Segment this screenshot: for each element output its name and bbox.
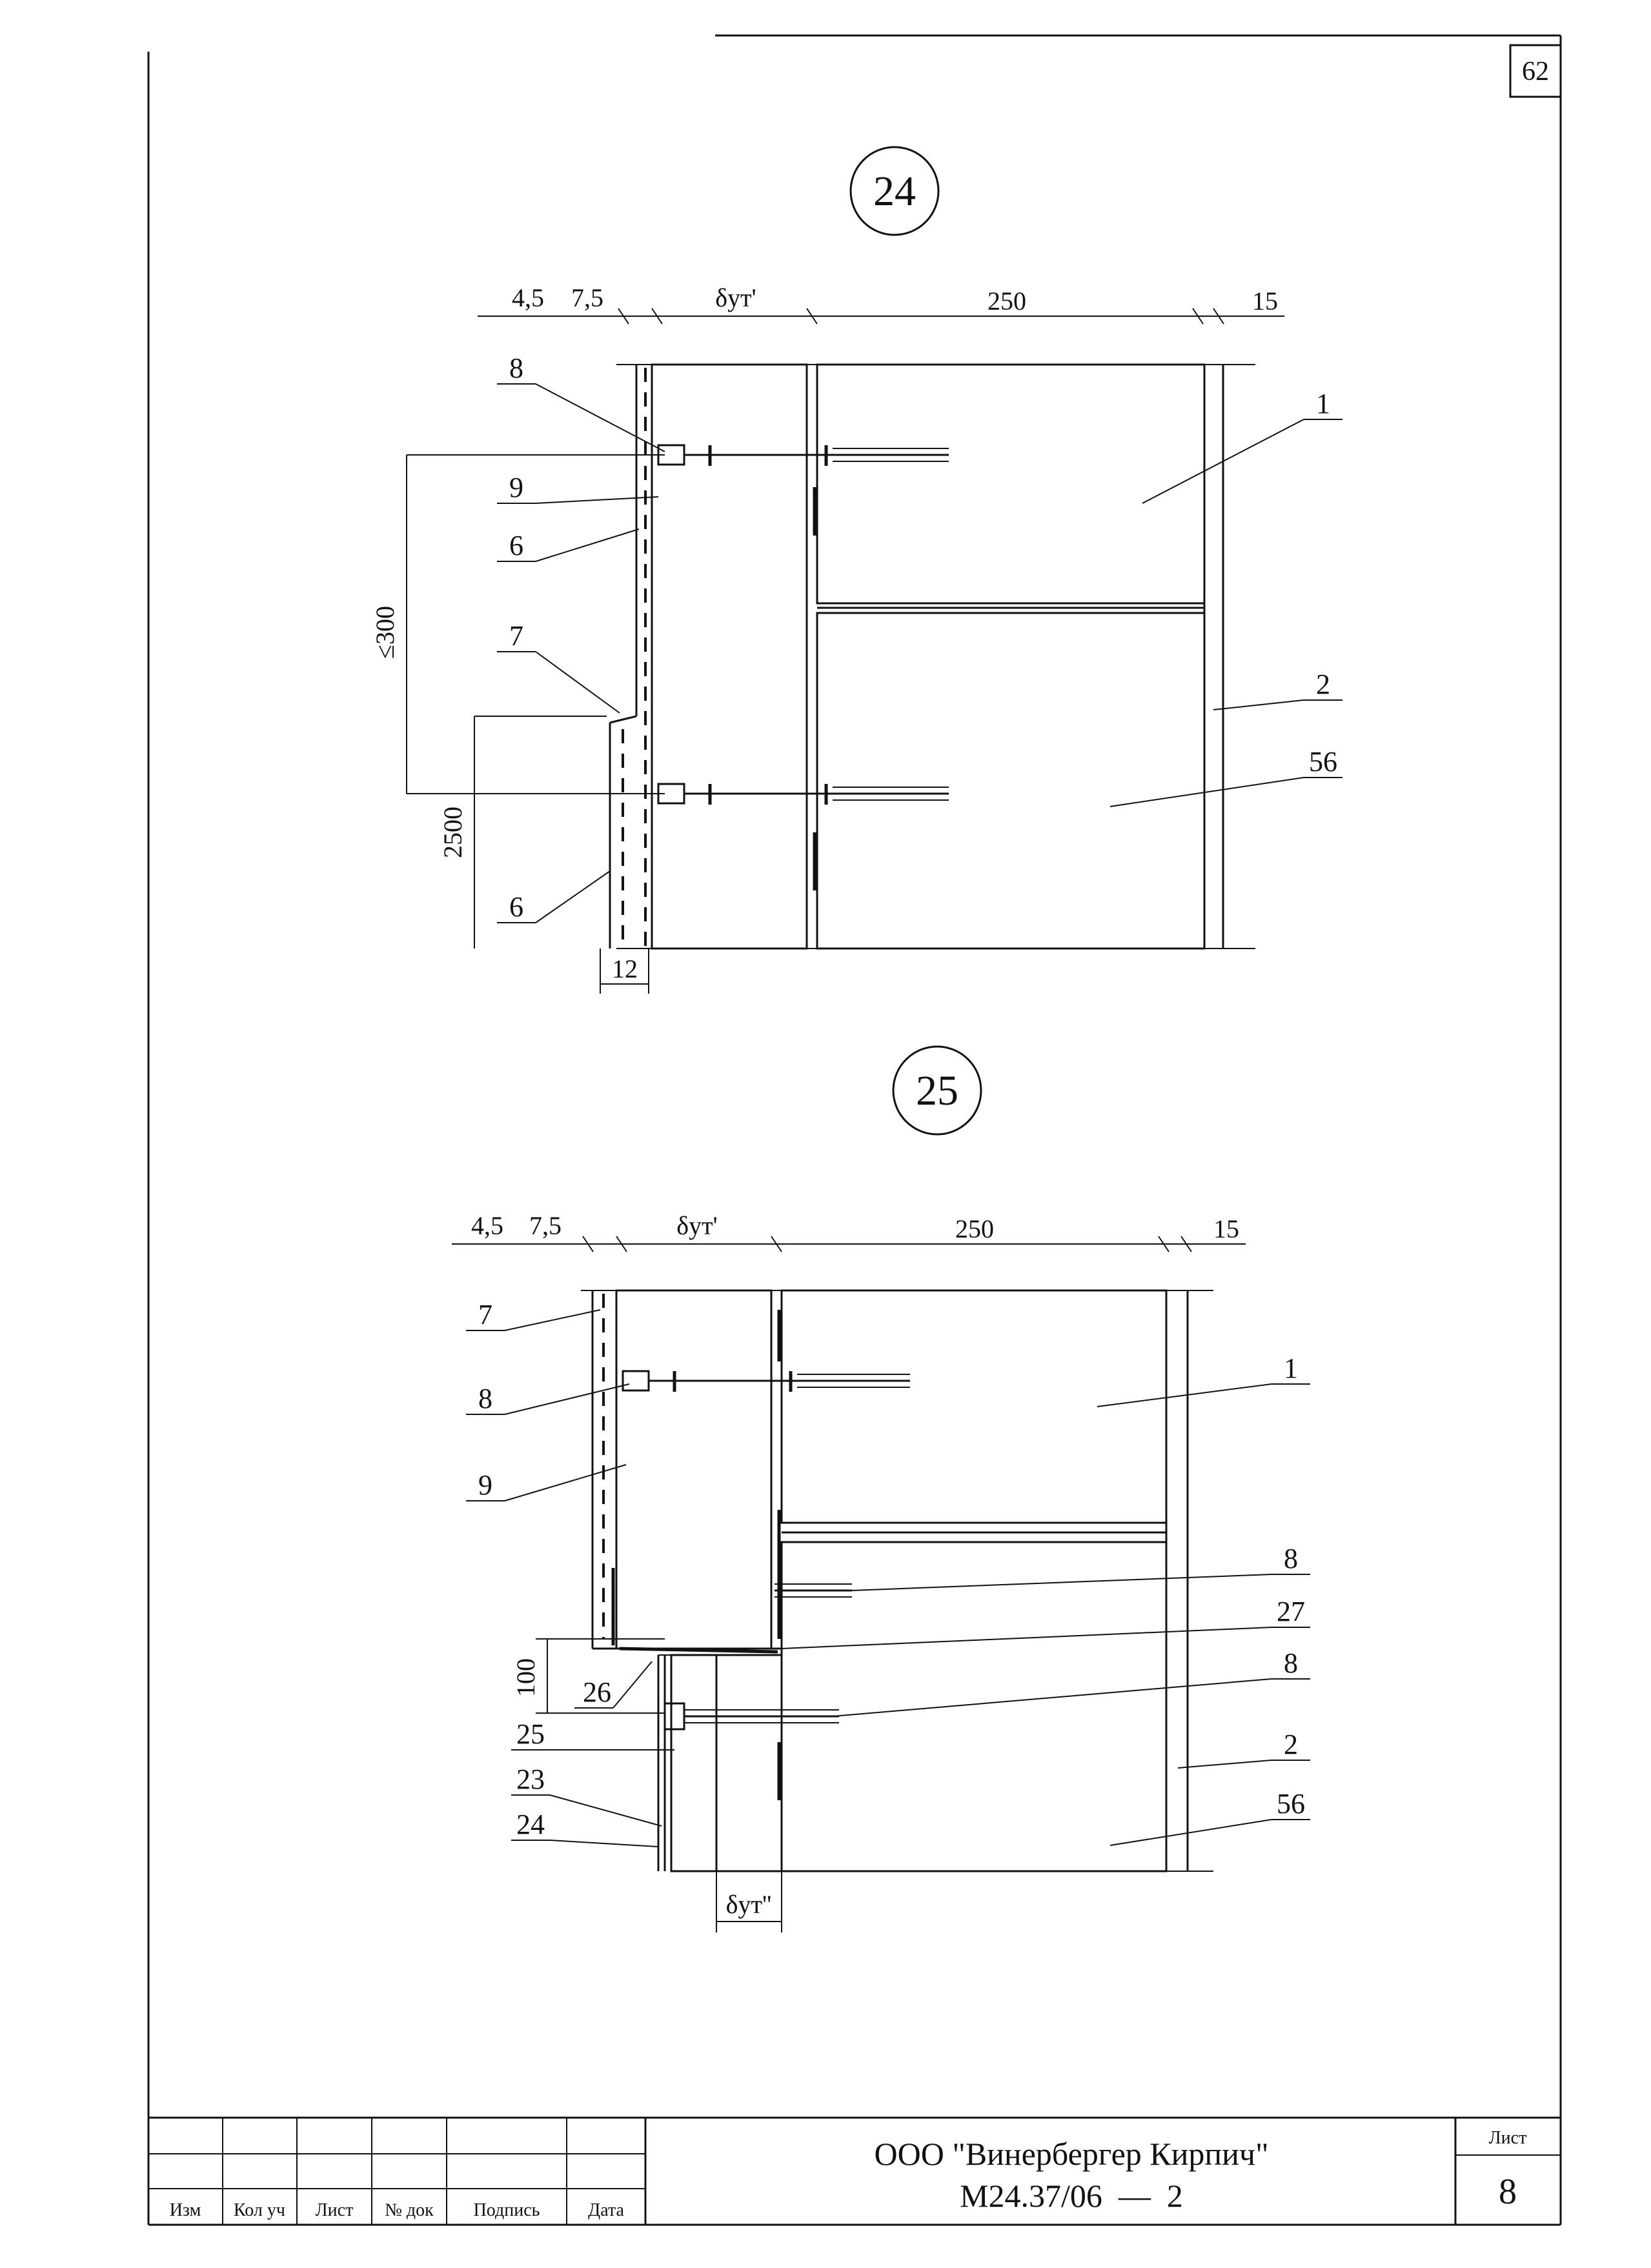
- anchor-24-top: [657, 444, 949, 466]
- sheet-frame: 62: [147, 34, 1562, 2226]
- col-date: Дата: [588, 2200, 624, 2220]
- d25-dim-100: 100: [511, 1658, 540, 1697]
- col-doc-num: № док: [385, 2200, 434, 2220]
- d24-dim-250: 250: [988, 286, 1026, 316]
- d25-label-24: 24: [516, 1809, 545, 1840]
- d24-dim-2500: 2500: [438, 807, 467, 858]
- d25-label-7: 7: [478, 1299, 492, 1330]
- d24-label-7: 7: [509, 620, 523, 652]
- d24-dim-7-5: 7,5: [571, 283, 603, 312]
- detail-24: 24 4,5 7,5 δут' 250 15: [370, 146, 1342, 994]
- document-code: М24.37/06 — 2: [960, 2178, 1183, 2214]
- d25-dim-delta2: δут'': [726, 1890, 772, 1919]
- d24-label-6a: 6: [509, 530, 523, 561]
- d25-dim-250: 250: [955, 1214, 994, 1243]
- d24-dim-12: 12: [612, 954, 638, 983]
- d25-label-26: 26: [583, 1676, 611, 1708]
- detail-25-dim-ticks: [582, 1236, 1192, 1252]
- col-izm: Изм: [170, 2200, 201, 2220]
- d24-dim-4-5: 4,5: [512, 283, 544, 312]
- d25-label-2: 2: [1284, 1729, 1298, 1760]
- d25-label-27: 27: [1277, 1596, 1305, 1627]
- col-list: Лист: [316, 2200, 354, 2220]
- d25-label-8c: 8: [1284, 1647, 1298, 1679]
- d24-label-2: 2: [1316, 668, 1330, 700]
- d24-dim-300: ≤300: [370, 606, 400, 659]
- anchor-24-bottom: [657, 783, 949, 805]
- company-name: ООО "Винербергер Кирпич": [875, 2136, 1269, 2172]
- anchor-25-top: [622, 1370, 910, 1392]
- detail-25-number: 25: [916, 1067, 958, 1114]
- title-block: Изм Кол уч Лист № док Подпись Дата ООО "…: [148, 2116, 1561, 2225]
- d24-dim-15: 15: [1252, 286, 1278, 316]
- d25-label-25: 25: [516, 1718, 545, 1750]
- col-kol-uch: Кол уч: [234, 2200, 285, 2220]
- col-signature: Подпись: [474, 2200, 540, 2220]
- d25-label-23: 23: [516, 1763, 545, 1795]
- d24-dim-delta: δут': [715, 283, 756, 312]
- d25-label-1: 1: [1284, 1352, 1298, 1384]
- detail-25: 25 4,5 7,5 δут' 250 15: [452, 1045, 1310, 1932]
- screw-25-middle: [775, 1583, 852, 1598]
- d24-label-56: 56: [1309, 746, 1337, 778]
- screw-25-lower: [663, 1702, 839, 1731]
- detail-24-dim-ticks: [618, 308, 1224, 325]
- d24-label-9: 9: [509, 472, 523, 503]
- d25-dim-delta: δут': [676, 1211, 718, 1240]
- d25-label-8: 8: [478, 1383, 492, 1414]
- d25-dim-15: 15: [1213, 1214, 1239, 1243]
- d24-label-6b: 6: [509, 891, 523, 923]
- detail-24-number: 24: [873, 168, 916, 215]
- d25-label-56: 56: [1277, 1788, 1305, 1820]
- d24-label-8: 8: [509, 352, 523, 384]
- d24-label-1: 1: [1316, 388, 1330, 419]
- sheet-label: Лист: [1489, 2128, 1527, 2148]
- d25-dim-7-5: 7,5: [529, 1211, 562, 1240]
- d25-dim-4-5: 4,5: [471, 1211, 503, 1240]
- top-sheet-number: 62: [1522, 57, 1549, 86]
- d25-label-8b: 8: [1284, 1543, 1298, 1574]
- d25-label-9: 9: [478, 1469, 492, 1501]
- sheet-number: 8: [1499, 2172, 1517, 2212]
